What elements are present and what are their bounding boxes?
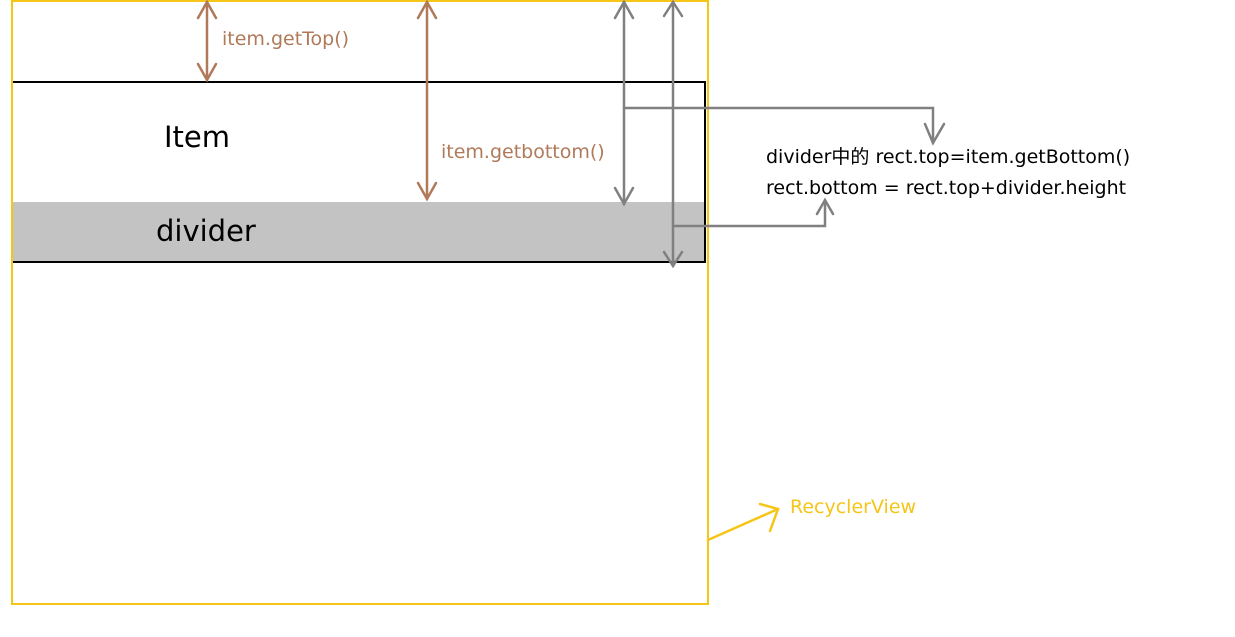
get-bottom-label: item.getbottom() <box>441 141 605 163</box>
get-top-arrow <box>196 0 218 83</box>
connector-bottom <box>671 197 835 228</box>
recycler-pointer-arrow <box>706 502 780 542</box>
get-top-label: item.getTop() <box>222 28 350 50</box>
get-bottom-arrow <box>416 0 438 202</box>
item-label: Item <box>164 120 231 154</box>
recyclerview-frame <box>11 0 709 605</box>
rect-bottom-arrow <box>662 0 684 269</box>
recyclerview-label: RecyclerView <box>790 496 917 518</box>
connector-top <box>622 106 946 146</box>
formula-line-1: divider中的 rect.top=item.getBottom() <box>766 146 1131 168</box>
divider-label: divider <box>156 214 256 248</box>
divider-box <box>13 202 706 263</box>
rect-top-arrow <box>613 0 635 207</box>
formula-line-2: rect.bottom = rect.top+divider.height <box>766 177 1127 199</box>
